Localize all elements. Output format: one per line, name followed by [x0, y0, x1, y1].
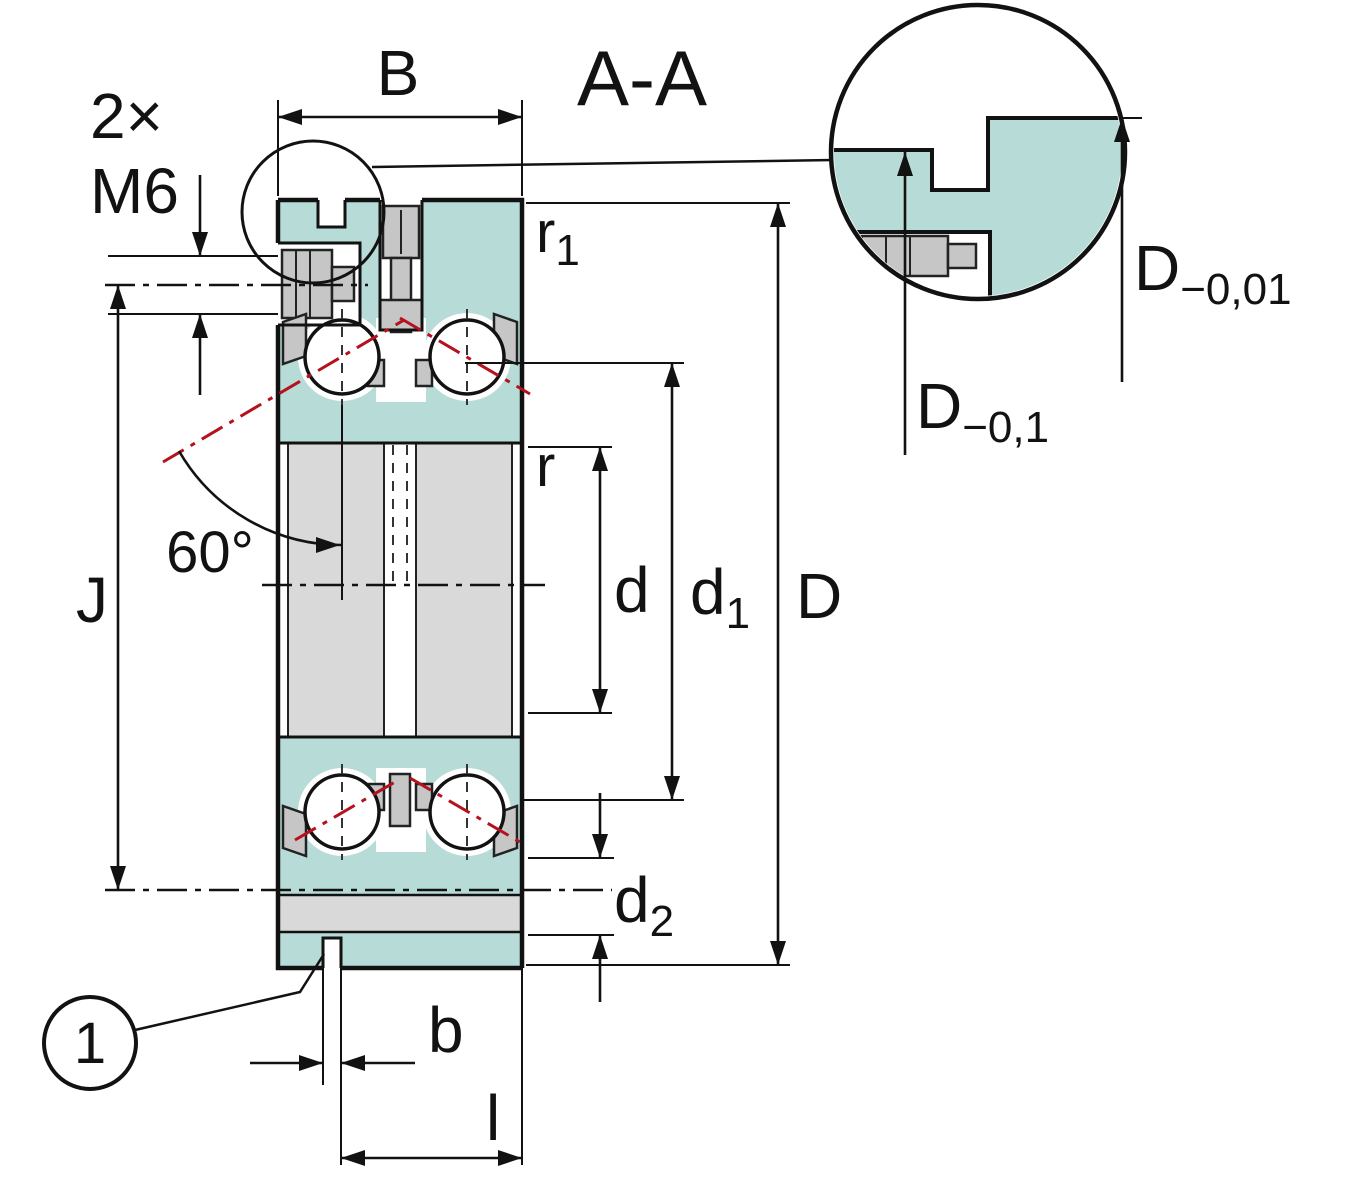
label-d2: d2 [614, 864, 674, 946]
detail-content [834, 116, 1122, 296]
arrowhead [1114, 118, 1130, 142]
detail-source-circle [240, 139, 386, 285]
fixing-screw-top [378, 204, 424, 334]
slot-outline [321, 936, 343, 968]
arrowhead [770, 203, 786, 227]
arrowhead [341, 1150, 365, 1166]
label-b: b [428, 994, 464, 1066]
callout-1: 1 [42, 953, 326, 1091]
label-l: l [486, 1082, 500, 1154]
contact-line [409, 776, 526, 847]
dim-d: d [528, 446, 650, 714]
dim-D: D [526, 202, 842, 966]
dim-J: J [76, 285, 126, 890]
dim-l: l [341, 968, 523, 1166]
arrowhead [592, 689, 608, 713]
label-screw-count: 2× [90, 80, 163, 152]
arrowhead [192, 314, 208, 338]
arrowhead [278, 109, 302, 125]
label-r: r [536, 434, 555, 499]
dim-D-tol-001: D−0,01 [1114, 117, 1292, 382]
contact-line [162, 318, 405, 464]
arrowhead [498, 1150, 522, 1166]
label-D-tol-001: D−0,01 [1134, 232, 1292, 314]
detail-ring-profile [834, 116, 1122, 296]
label-r1: r1 [536, 200, 580, 275]
label-B: B [377, 37, 420, 109]
arrowhead [299, 1055, 323, 1071]
label-d: d [614, 554, 650, 626]
callout-leader-line [134, 953, 326, 1032]
dim-M6: 2× M6 [90, 80, 278, 395]
arrowhead [897, 152, 913, 176]
arrowhead [664, 776, 680, 800]
arrowhead [770, 941, 786, 965]
arrowhead [592, 447, 608, 471]
callout-balloon [42, 995, 138, 1091]
inner-ring-left [288, 443, 384, 737]
dim-b: b [250, 968, 464, 1165]
arrowhead [498, 109, 522, 125]
locating-groove [318, 200, 345, 227]
detail-circle [828, 2, 1128, 302]
cage-center-bottom [388, 772, 412, 828]
arrowhead [110, 285, 126, 309]
counterbore-left-outline [278, 241, 362, 327]
inner-ring-right [416, 443, 512, 737]
label-d1: d1 [690, 556, 750, 638]
dim-B: B [277, 37, 523, 196]
arrowhead [110, 866, 126, 890]
lubrication-slot [323, 938, 341, 968]
label-J: J [76, 564, 108, 636]
label-screw-size: M6 [90, 155, 179, 227]
dim-angle-60: 60° [166, 405, 343, 600]
arrowhead [316, 537, 340, 553]
label-D: D [796, 560, 842, 632]
detail-leader-line [371, 158, 834, 169]
bearing-cross-section [105, 197, 612, 971]
label-callout-1: 1 [74, 1011, 106, 1076]
dim-d1: d1 [465, 362, 750, 801]
counterbore-outline [378, 200, 424, 332]
label-D-tol-01: D−0,1 [916, 370, 1049, 452]
arrowhead [664, 363, 680, 387]
dim-D-tol-01: D−0,1 [897, 152, 1049, 455]
bearing-outline [275, 197, 525, 971]
ball-top-left [303, 318, 381, 396]
label-angle: 60° [166, 520, 254, 585]
arrowhead [192, 232, 208, 256]
arrowhead [592, 834, 608, 858]
arrowhead [341, 1055, 365, 1071]
contact-line [399, 316, 531, 396]
arrowhead [592, 935, 608, 959]
label-section-A-A: A-A [577, 34, 707, 122]
flange-band [278, 895, 522, 932]
seal-bottom-left [281, 804, 308, 858]
contact-line [294, 780, 396, 842]
groove-outline [316, 200, 347, 229]
dim-d2: d2 [528, 793, 674, 1002]
seal-top-left [281, 312, 308, 366]
detail-screw-step [946, 242, 978, 270]
